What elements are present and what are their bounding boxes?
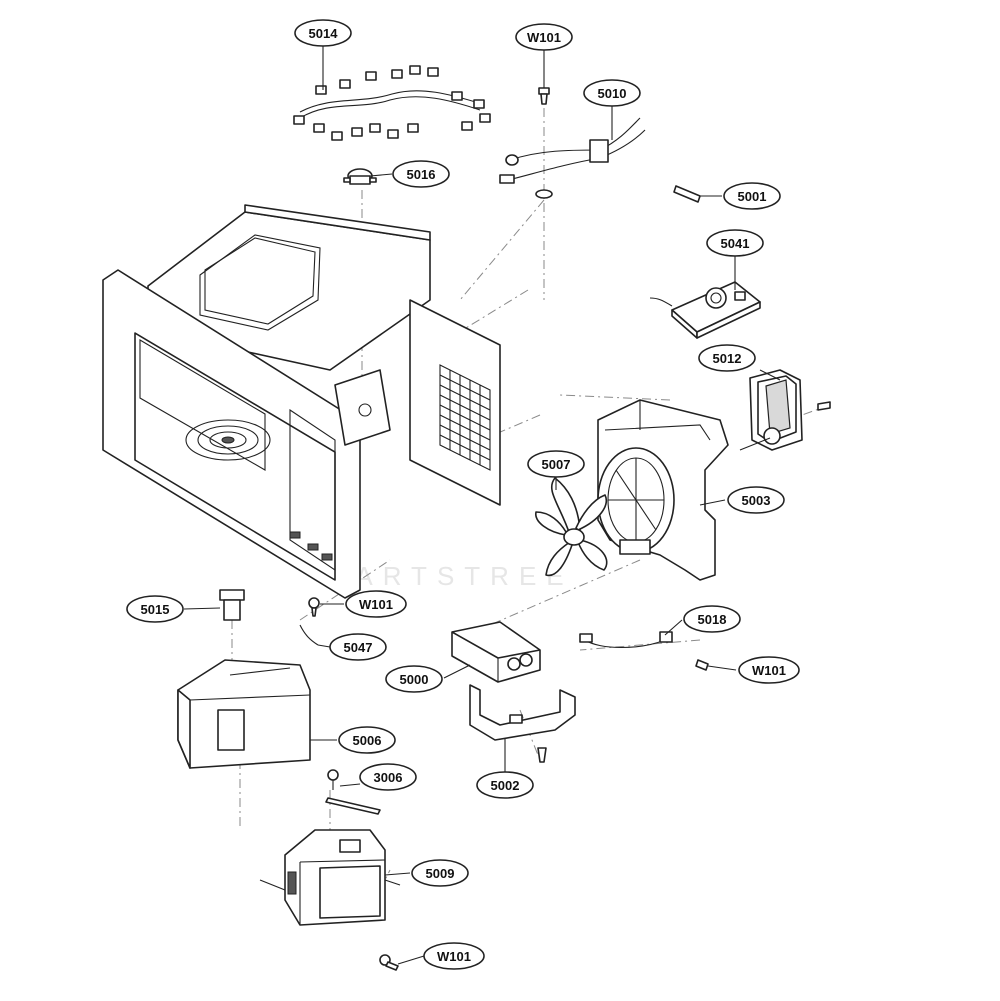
callout-3006-text: 3006: [374, 770, 403, 785]
callout-5014-text: 5014: [309, 26, 339, 41]
callout-5001: 5001: [723, 182, 781, 210]
leader-lines: [183, 46, 781, 965]
fan-blade-part: [535, 477, 608, 577]
callout-5014: 5014: [294, 19, 352, 47]
callout-5001-text: 5001: [738, 189, 767, 204]
callout-5047-text: 5047: [344, 640, 373, 655]
noise-filter-part: [649, 281, 761, 339]
callout-5016: 5016: [392, 160, 450, 188]
callout-5041-text: 5041: [721, 236, 750, 251]
screw-part: [308, 597, 320, 617]
wire-harness-part: [293, 65, 491, 141]
transformer-part: [177, 659, 311, 769]
callout-5007: 5007: [527, 450, 585, 478]
callout-5003: 5003: [727, 486, 785, 514]
callout-5009: 5009: [411, 859, 469, 887]
callout-w101-mid-text: W101: [359, 597, 393, 612]
callout-w101-bottom: W101: [423, 942, 485, 970]
callout-w101-top: W101: [515, 23, 573, 51]
callout-w101-right: W101: [738, 656, 800, 684]
callout-5007-text: 5007: [542, 457, 571, 472]
motor-bracket-part: [739, 369, 831, 451]
callout-5002: 5002: [476, 771, 534, 799]
callout-5010-text: 5010: [598, 86, 627, 101]
fuse-holder-part: [219, 589, 245, 621]
wire-part: [579, 631, 673, 649]
callout-5010: 5010: [583, 79, 641, 107]
screw-part: [538, 87, 550, 105]
air-guide-part: [597, 399, 729, 581]
callout-5018: 5018: [683, 605, 741, 633]
callout-5015: 5015: [126, 595, 184, 623]
callout-3006: 3006: [359, 763, 417, 791]
watermark: PARTSTREE: [330, 561, 574, 591]
callout-5002-text: 5002: [491, 778, 520, 793]
callout-w101-bottom-text: W101: [437, 949, 471, 964]
callout-5009-text: 5009: [426, 866, 455, 881]
callout-5006: 5006: [338, 726, 396, 754]
callout-5041: 5041: [706, 229, 764, 257]
capacitor-bracket-part: [469, 684, 576, 763]
screw-part: [695, 659, 709, 671]
callout-5006-text: 5006: [353, 733, 382, 748]
wire-assembly-part: [499, 117, 646, 199]
callout-5003-text: 5003: [742, 493, 771, 508]
callout-5018-text: 5018: [698, 612, 727, 627]
callout-w101-top-text: W101: [527, 30, 561, 45]
callout-5000: 5000: [385, 665, 443, 693]
callout-5012-text: 5012: [713, 351, 742, 366]
callout-5047: 5047: [329, 633, 387, 661]
fuse-part: [673, 185, 701, 203]
oven-cavity-part: [102, 204, 501, 599]
screw-part: [379, 954, 399, 971]
wire-part: [299, 624, 319, 646]
magnetron-part: [259, 829, 401, 926]
callout-w101-mid: W101: [345, 590, 407, 618]
callout-w101-right-text: W101: [752, 663, 786, 678]
callout-5000-text: 5000: [400, 672, 429, 687]
callout-5012: 5012: [698, 344, 756, 372]
thermostat-part: [343, 168, 377, 185]
rod-part: [325, 769, 381, 815]
callout-5015-text: 5015: [141, 602, 170, 617]
capacitor-part: [451, 621, 541, 683]
callout-5016-text: 5016: [407, 167, 436, 182]
